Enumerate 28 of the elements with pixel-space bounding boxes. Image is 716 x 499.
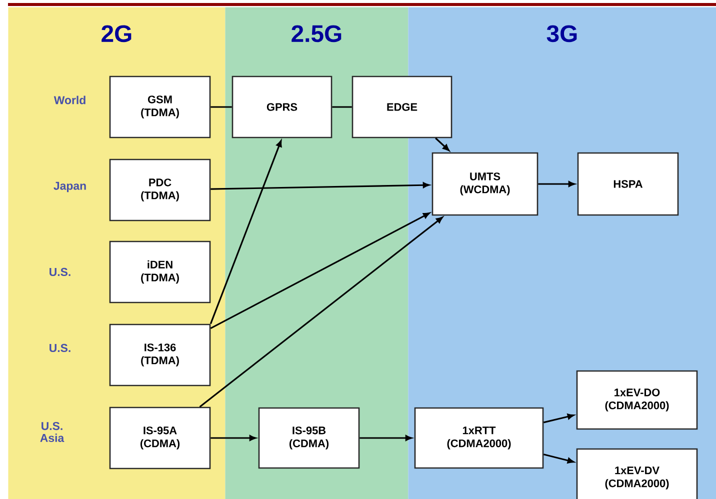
row-label: U.S. Asia [40, 422, 64, 442]
arrow [538, 181, 575, 187]
standard-box: 1xRTT (CDMA2000) [414, 407, 544, 469]
arrow [210, 182, 430, 190]
standard-box: GSM (TDMA) [109, 76, 211, 138]
standard-box: 1xEV-DV (CDMA2000) [576, 448, 698, 499]
arrow [199, 216, 443, 408]
arrow [360, 435, 412, 441]
row-label: U.S. [50, 268, 70, 276]
row-label: World [54, 96, 86, 104]
standard-box: IS-95A (CDMA) [109, 406, 211, 470]
arrow [435, 138, 450, 151]
arrow [543, 454, 574, 464]
standard-box: 1xEV-DO (CDMA2000) [576, 370, 698, 430]
row-label: Japan [54, 182, 86, 192]
standard-box: HSPA [577, 152, 679, 216]
arrow [210, 212, 430, 330]
standard-box: GPRS [232, 76, 332, 138]
standard-box: iDEN (TDMA) [109, 240, 211, 304]
row-label: U.S. [50, 344, 70, 352]
standard-box: PDC (TDMA) [109, 158, 211, 222]
standard-box: UMTS (WCDMA) [432, 152, 538, 216]
standard-box: IS-95B (CDMA) [258, 407, 360, 469]
arrow [210, 140, 282, 324]
arrow [543, 414, 574, 424]
arrow [210, 435, 256, 441]
standard-box: IS-136 (TDMA) [109, 324, 211, 386]
standard-box: EDGE [352, 76, 452, 138]
